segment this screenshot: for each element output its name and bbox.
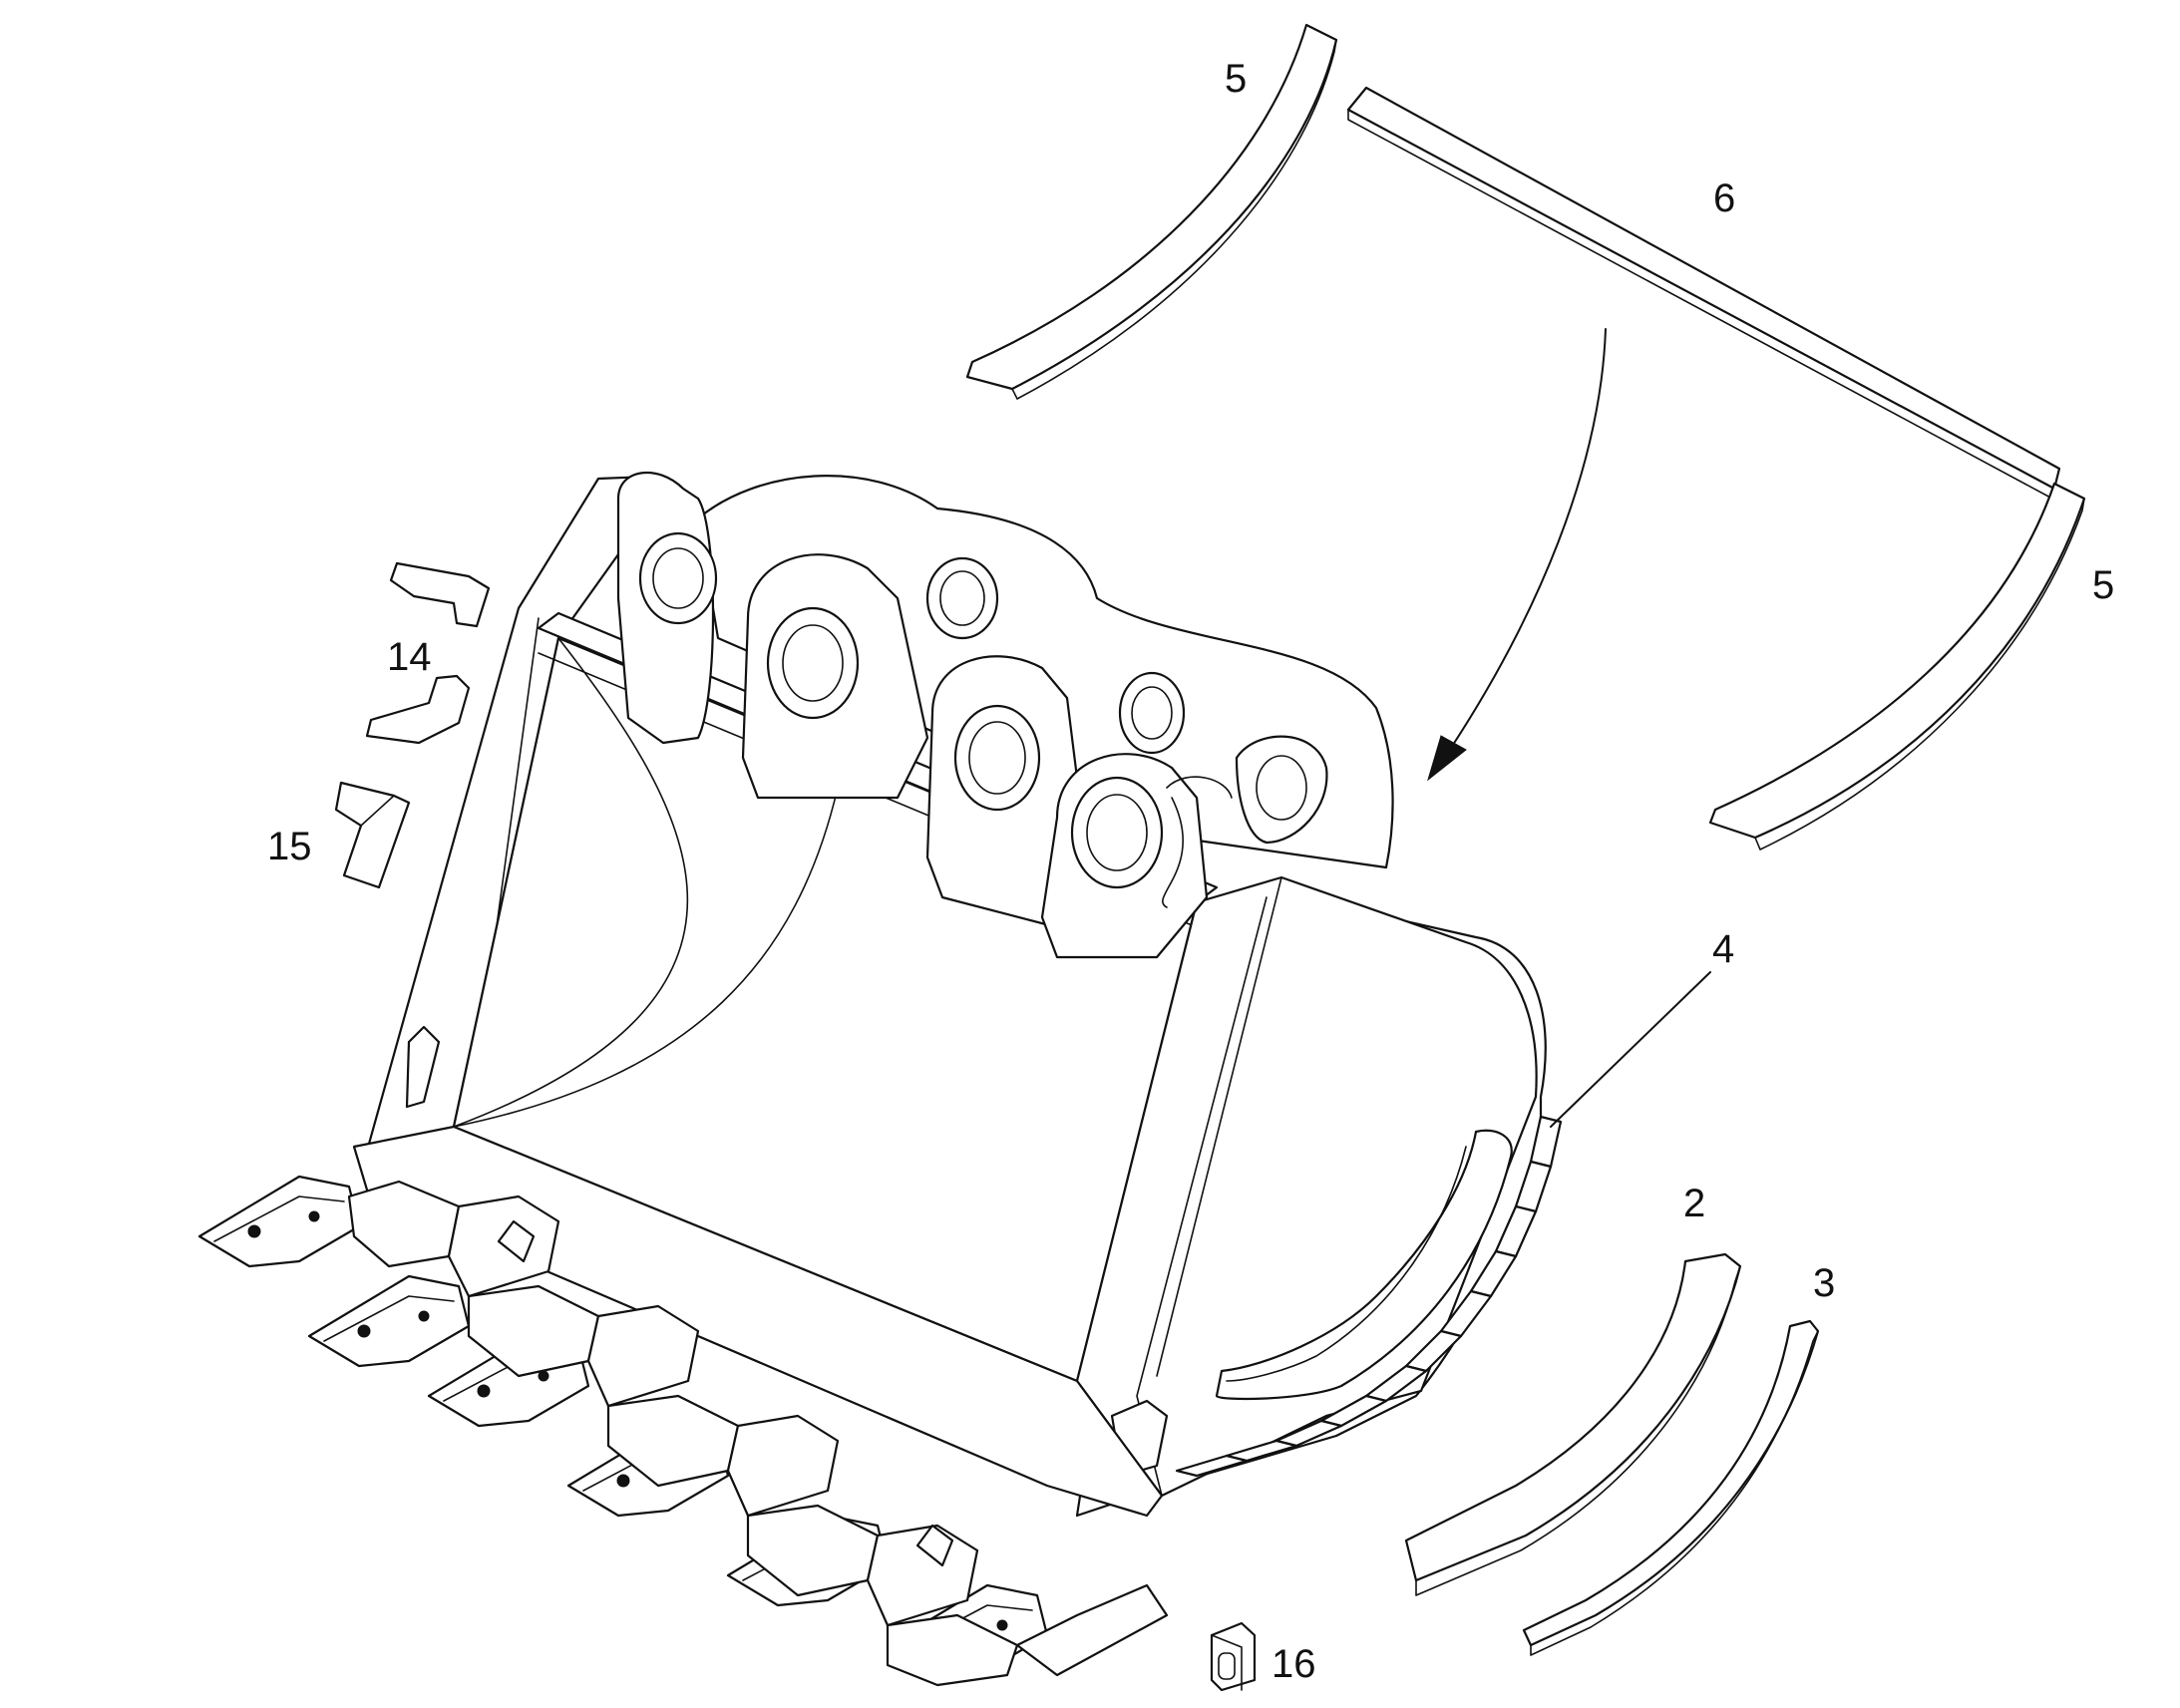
wear-strip-5-right <box>1708 482 2086 851</box>
lug-1 <box>616 471 718 745</box>
wear-plate-6 <box>1346 86 2061 500</box>
wear-strip-5-top <box>965 23 1338 400</box>
callout-2: 2 <box>1683 1182 1705 1225</box>
callout-15: 15 <box>267 825 312 868</box>
callout-4: 4 <box>1712 927 1734 971</box>
callout-14: 14 <box>387 635 432 679</box>
assembly-direction-arrow <box>1427 328 1607 782</box>
part-2-side-cutter-plate <box>1404 1252 1742 1596</box>
callout-5-top: 5 <box>1225 57 1247 101</box>
part-14-upper <box>389 561 491 628</box>
excavator-bucket <box>197 471 1563 1687</box>
leader-line-4 <box>1550 971 1711 1128</box>
side-cutter-segments <box>1175 1115 1563 1478</box>
lug-2 <box>741 553 999 800</box>
callout-6: 6 <box>1713 176 1735 220</box>
lug-3 <box>925 655 1186 929</box>
part-3-side-cutter-strip <box>1522 1319 1820 1656</box>
callout-16: 16 <box>1272 1642 1316 1686</box>
callout-5-right: 5 <box>2092 563 2114 607</box>
part-16-clip <box>1210 1621 1257 1692</box>
callout-3: 3 <box>1813 1261 1835 1305</box>
part-15-block <box>334 781 411 889</box>
part-14-lower <box>365 674 471 745</box>
bucket-teeth <box>197 1175 1169 1687</box>
